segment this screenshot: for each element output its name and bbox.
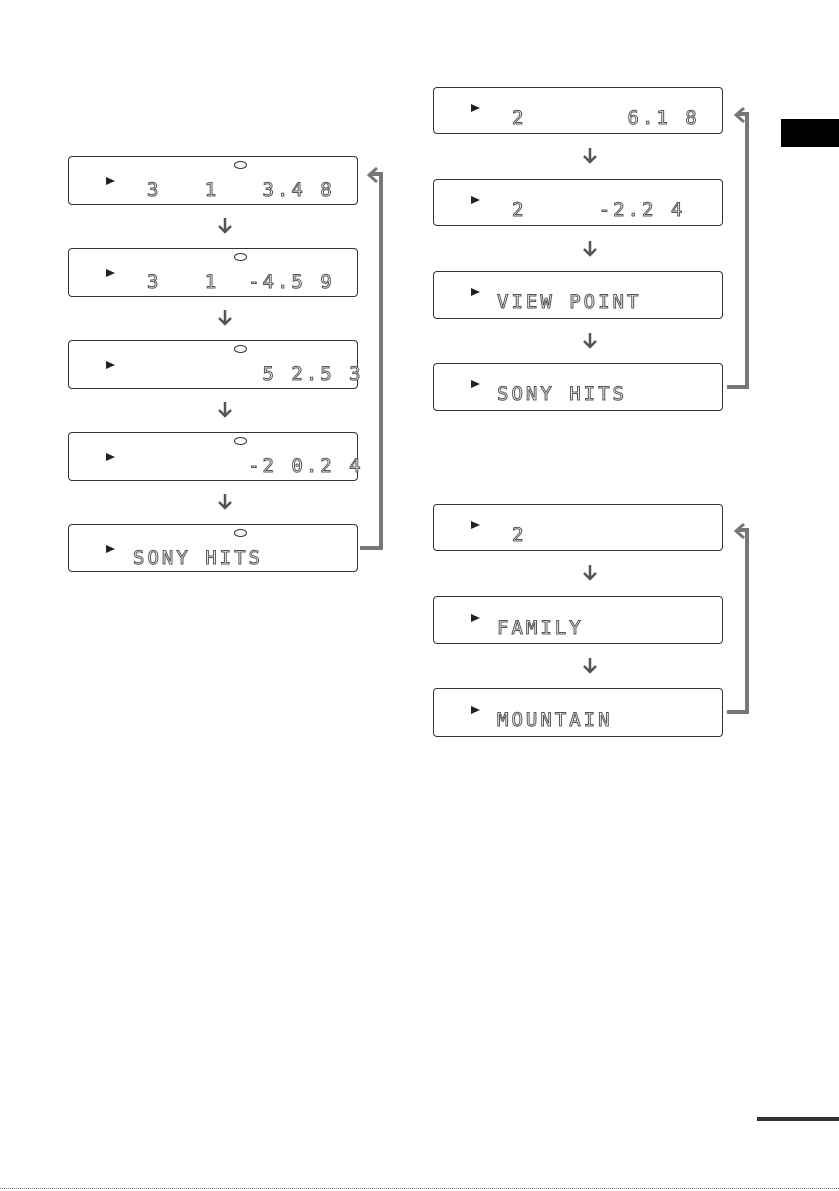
page-rule bbox=[757, 1117, 839, 1121]
page-edge-dots bbox=[0, 1188, 839, 1189]
section-tab bbox=[781, 119, 839, 147]
